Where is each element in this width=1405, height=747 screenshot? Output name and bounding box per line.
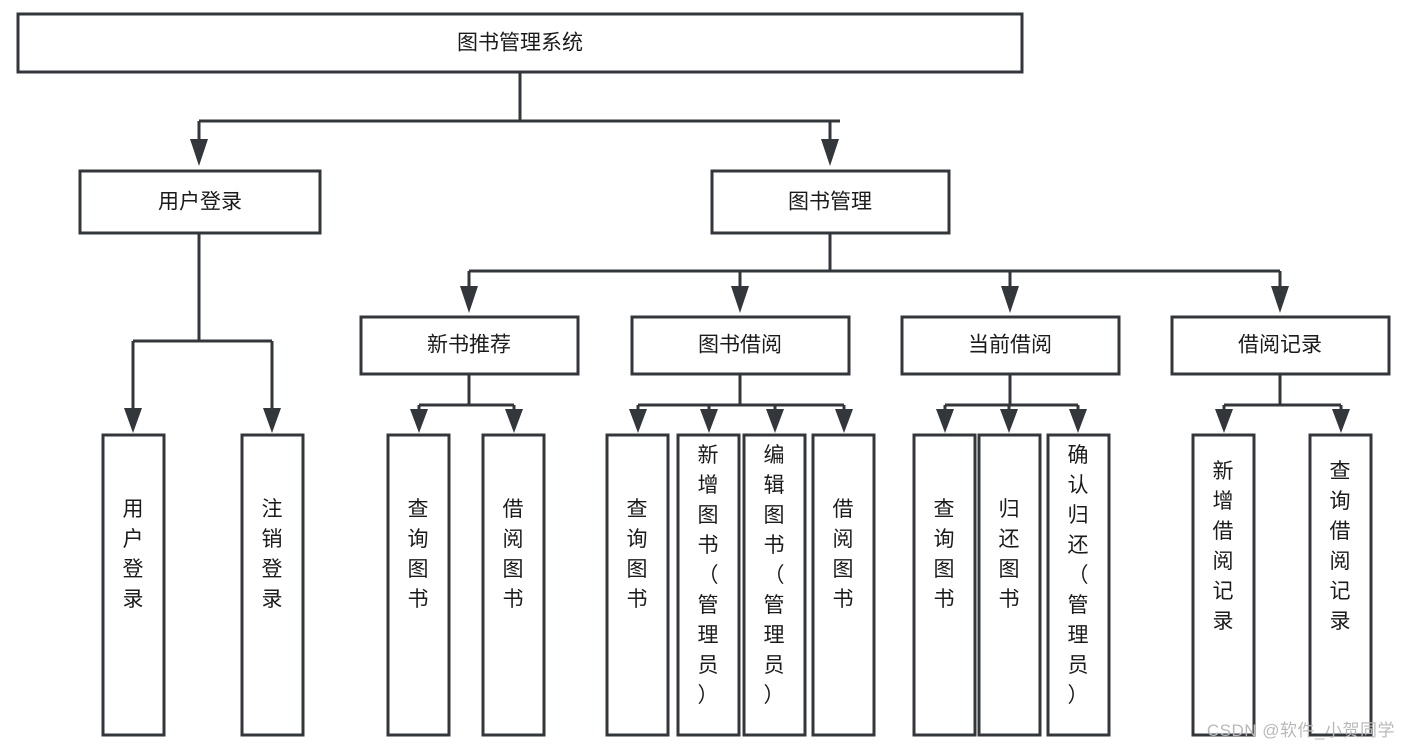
arrow-to-leaf-add-book <box>700 409 718 433</box>
node-root-box[interactable] <box>16 12 1024 74</box>
leaf-edit-book-label: 编辑图书（管理员） <box>764 444 785 707</box>
arrow-to-borrow-record <box>1271 286 1289 313</box>
node-user-login-box[interactable] <box>78 169 322 235</box>
node-borrow-record[interactable]: 借阅记录 <box>1170 315 1391 376</box>
arrow-to-leaf-query-record <box>1332 409 1350 433</box>
arrow-to-leaf-query-book-2 <box>629 409 647 433</box>
leaf-return-book-label: 归还图书 <box>999 498 1020 611</box>
leaf-add-record-label: 新增借阅记录 <box>1213 460 1234 633</box>
leaf-query-book-1-label: 查询图书 <box>408 498 429 611</box>
node-user-login-label: 用户登录 <box>158 191 242 214</box>
leaf-return-book-box[interactable] <box>977 433 1042 737</box>
connectors-user-login-to-leaves <box>124 234 281 433</box>
leaf-node-borrow-book-2[interactable]: 借阅图书 <box>811 433 876 737</box>
arrow-to-leaf-borrow-book-2 <box>835 409 853 433</box>
leaf-add-book-label: 新增图书（管理员） <box>698 444 719 707</box>
leaf-user-login-label: 用户登录 <box>123 498 144 611</box>
arrow-to-leaf-confirm-return <box>1069 409 1087 433</box>
arrow-to-new-book-recommend <box>460 286 478 313</box>
leaf-borrow-book-2-box[interactable] <box>811 433 876 737</box>
leaf-node-confirm-return[interactable]: 确认归还（管理员） <box>1046 433 1111 737</box>
leaf-confirm-return-box[interactable] <box>1046 433 1111 737</box>
leaf-node-add-book[interactable]: 新增图书（管理员） <box>676 433 741 737</box>
node-book-borrow[interactable]: 图书借阅 <box>630 315 851 376</box>
connectors-book-management-to-level3 <box>460 234 1289 313</box>
node-book-borrow-box[interactable] <box>630 315 851 376</box>
leaf-node-borrow-book-1[interactable]: 借阅图书 <box>481 433 546 737</box>
node-book-management-box[interactable] <box>710 169 951 235</box>
node-root-system[interactable]: 图书管理系统 <box>16 12 1024 74</box>
node-current-borrow-box[interactable] <box>900 315 1121 376</box>
leaf-node-edit-book[interactable]: 编辑图书（管理员） <box>742 433 807 737</box>
node-new-book-recommend-box[interactable] <box>359 315 580 376</box>
leaf-query-book-2-label: 查询图书 <box>627 498 648 611</box>
arrow-to-leaf-borrow-book-1 <box>505 409 523 433</box>
leaf-node-user-logout[interactable]: 注销登录 <box>240 433 305 737</box>
leaf-query-record-box[interactable] <box>1308 433 1373 737</box>
node-book-management[interactable]: 图书管理 <box>710 169 951 235</box>
node-new-book-recommend[interactable]: 新书推荐 <box>359 315 580 376</box>
leaf-user-login-box[interactable] <box>101 433 166 737</box>
leaf-borrow-book-1-label: 借阅图书 <box>503 498 524 611</box>
node-new-book-recommend-label: 新书推荐 <box>427 334 511 357</box>
leaf-node-user-login[interactable]: 用户登录 <box>101 433 166 737</box>
arrow-to-leaf-query-book-1 <box>410 409 428 433</box>
leaf-borrow-book-1-box[interactable] <box>481 433 546 737</box>
arrow-to-current-borrow <box>1001 286 1019 313</box>
leaf-query-book-2-box[interactable] <box>605 433 670 737</box>
arrow-to-leaf-user-logout <box>263 408 281 433</box>
arrow-to-user-login <box>190 139 208 166</box>
connectors-new-book-to-leaves <box>410 375 523 433</box>
arrow-to-leaf-return-book <box>1000 409 1018 433</box>
node-book-management-label: 图书管理 <box>788 191 872 214</box>
node-borrow-record-box[interactable] <box>1170 315 1391 376</box>
arrow-to-leaf-user-login <box>124 408 142 433</box>
leaf-add-book-box[interactable] <box>676 433 741 737</box>
leaf-borrow-book-2-label: 借阅图书 <box>833 498 854 611</box>
node-current-borrow[interactable]: 当前借阅 <box>900 315 1121 376</box>
connectors-book-borrow-to-leaves <box>629 375 853 433</box>
node-current-borrow-label: 当前借阅 <box>968 334 1052 357</box>
node-root-label: 图书管理系统 <box>457 32 583 55</box>
leaf-node-add-record[interactable]: 新增借阅记录 <box>1191 433 1256 737</box>
leaf-node-query-book-1[interactable]: 查询图书 <box>386 433 451 737</box>
leaf-confirm-return-label: 确认归还（管理员） <box>1068 444 1089 707</box>
arrow-to-leaf-edit-book <box>766 409 784 433</box>
arrow-to-book-management <box>821 139 839 166</box>
arrow-to-leaf-add-record <box>1215 409 1233 433</box>
connectors-root-to-level2 <box>190 72 840 166</box>
leaf-user-logout-box[interactable] <box>240 433 305 737</box>
leaf-query-book-1-box[interactable] <box>386 433 451 737</box>
node-book-borrow-label: 图书借阅 <box>698 334 782 357</box>
node-borrow-record-label: 借阅记录 <box>1238 334 1322 357</box>
connectors-borrow-record-to-leaves <box>1215 375 1350 433</box>
leaf-node-query-record[interactable]: 查询借阅记录 <box>1308 433 1373 737</box>
node-user-login[interactable]: 用户登录 <box>78 169 322 235</box>
arrow-to-book-borrow <box>731 286 749 313</box>
leaf-user-logout-label: 注销登录 <box>262 498 283 611</box>
connectors-current-borrow-to-leaves <box>936 375 1087 433</box>
leaf-query-record-label: 查询借阅记录 <box>1330 460 1351 633</box>
leaf-node-query-book-2[interactable]: 查询图书 <box>605 433 670 737</box>
leaf-add-record-box[interactable] <box>1191 433 1256 737</box>
leaf-query-book-3-box[interactable] <box>912 433 977 737</box>
leaf-edit-book-box[interactable] <box>742 433 807 737</box>
leaf-node-query-book-3[interactable]: 查询图书 <box>912 433 977 737</box>
leaf-node-return-book[interactable]: 归还图书 <box>977 433 1042 737</box>
leaf-query-book-3-label: 查询图书 <box>934 498 955 611</box>
arrow-to-leaf-query-book-3 <box>936 409 954 433</box>
